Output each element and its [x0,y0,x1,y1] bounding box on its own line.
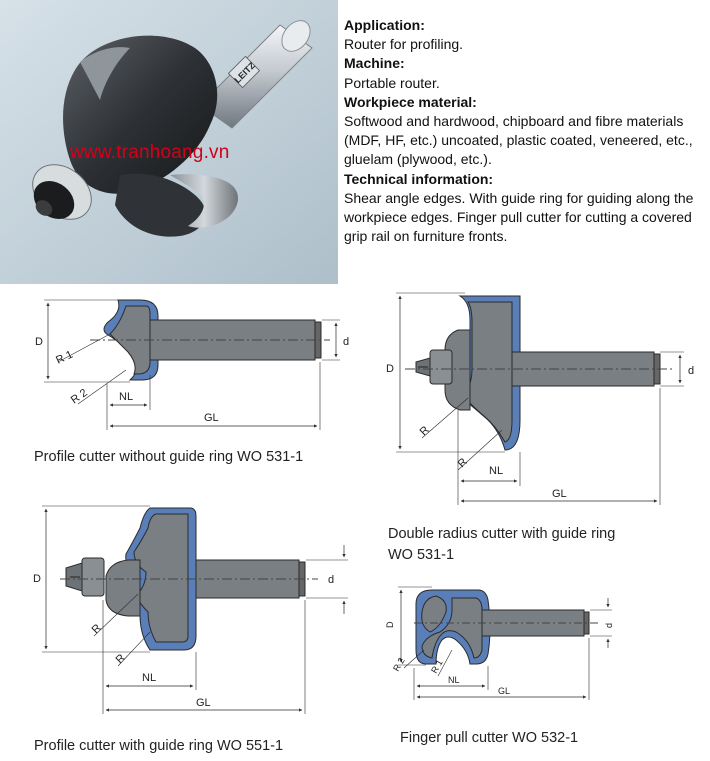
drawing-3-labels: D d R R NL GL [33,573,334,709]
dimension-NL: NL [489,465,503,477]
product-info: Application: Router for profiling. Machi… [344,16,706,246]
radius-R2: R 2 [391,656,407,673]
dimension-NL: NL [119,391,133,403]
dimension-GL: GL [204,412,219,424]
dimension-NL: NL [448,675,460,685]
drawing-profile-cutter-guide-ring [42,505,348,714]
dimension-GL: GL [196,697,211,709]
dimension-D: D [33,573,41,585]
technical-heading: Technical information: [344,170,494,187]
radius-R-bottom: R [114,652,128,666]
dimension-D: D [35,336,43,348]
radius-R-top: R [90,622,104,636]
machine-text: Portable router. [344,74,440,91]
caption-finger-pull-cutter: Finger pull cutter WO 532-1 [400,730,579,746]
dimension-d: d [343,336,349,348]
material-text: Softwood and hardwood, chipboard and fib… [344,113,693,168]
machine-heading: Machine: [344,55,405,72]
caption-profile-cutter-guide-ring: Profile cutter with guide ring WO 551-1 [34,738,284,754]
drawing-double-radius-cutter [396,292,684,505]
website-watermark[interactable]: www.tranhoang.vn [70,142,230,163]
radius-R-bottom: R [456,456,470,470]
caption-double-radius-cutter-line1: Double radius cutter with guide ring [388,526,616,542]
router-bit-image: LEITZ [0,0,338,284]
drawing-4-labels: D d R 2 R 1 NL GL [385,621,614,696]
product-photo: LEITZ www.tranhoang.vn [0,0,338,284]
dimension-GL: GL [552,488,567,500]
dimension-D: D [385,621,395,628]
drawing-finger-pull-cutter [398,586,612,700]
dimension-d: d [328,574,334,586]
radius-R-top: R [418,424,432,438]
application-text: Router for profiling. [344,36,464,53]
dimension-d: d [604,623,614,628]
application-heading: Application: [344,17,425,33]
radius-R1: R 1 [429,658,445,675]
technical-text: Shear angle edges. With guide ring for g… [344,189,694,245]
radius-R1: R 1 [54,349,75,367]
drawing-1-labels: D d R 1 R 2 NL GL [35,336,349,424]
radius-R2: R 2 [69,387,90,407]
dimension-GL: GL [498,686,510,696]
material-heading: Workpiece material: [344,93,477,110]
drawing-profile-cutter-no-guide [44,299,340,430]
dimension-NL: NL [142,672,156,684]
drawing-2-labels: D d R R NL GL [386,363,694,500]
caption-profile-cutter-no-guide: Profile cutter without guide ring WO 531… [34,449,304,465]
dimension-D: D [386,363,394,375]
caption-double-radius-cutter-line2: WO 531-1 [388,547,455,563]
dimension-d: d [688,365,694,377]
